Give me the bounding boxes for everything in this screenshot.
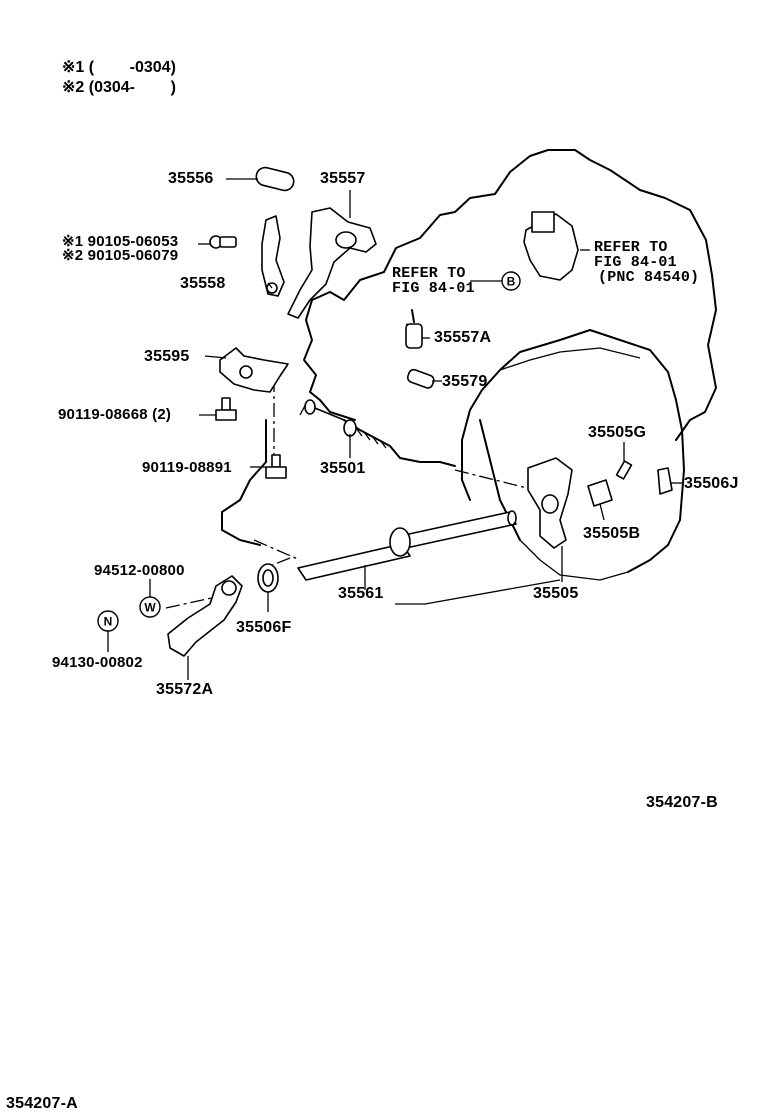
label-35558: 35558	[180, 275, 226, 292]
bracket-35595	[219, 347, 289, 393]
spring-35557a	[405, 309, 423, 349]
pin-35579	[406, 368, 435, 389]
neutral-start-switch	[523, 211, 579, 281]
callout-circle-b: B	[501, 271, 521, 291]
note-2: ※2 (0304- )	[62, 79, 176, 96]
callout-circle-n: N	[97, 610, 119, 632]
label-35572a: 35572A	[156, 681, 214, 698]
label-90119-08668: 90119-08668 (2)	[58, 406, 172, 423]
label-35506f: 35506F	[236, 619, 292, 636]
label-35506j: 35506J	[684, 475, 739, 492]
refer-switch-line3: (PNC 84540)	[598, 269, 700, 286]
callout-circle-w: W	[139, 596, 161, 618]
label-35595: 35595	[144, 348, 190, 365]
oil-seal-35506f	[257, 563, 279, 593]
bolt-90119-08891	[265, 454, 287, 479]
label-35579: 35579	[442, 373, 488, 390]
callout-w-text: W	[144, 601, 156, 615]
leader-lines	[107, 178, 682, 680]
refer-b-line1: REFER TO	[392, 265, 466, 282]
refer-switch-line1: REFER TO	[594, 239, 668, 256]
label-35557: 35557	[320, 170, 366, 187]
collar-35505b	[587, 479, 613, 507]
label-94512: 94512-00800	[94, 562, 185, 579]
shaft-35561	[297, 510, 517, 581]
label-35505b: 35505B	[583, 525, 641, 542]
detent-spring-35558	[261, 215, 285, 297]
manual-valve-lever-35557	[287, 207, 377, 319]
note-1: ※1 ( -0304)	[62, 59, 176, 76]
pin-35556	[255, 166, 295, 192]
figure-id-b: 354207-B	[646, 794, 718, 811]
detent-plate-35505	[527, 457, 573, 549]
label-94130: 94130-00802	[52, 654, 143, 671]
bolt-90119-08668	[215, 397, 237, 421]
label-90105-2: ※2 90105-06079	[62, 247, 179, 264]
refer-b-line2: FIG 84-01	[392, 280, 475, 297]
bolt-90105	[209, 235, 237, 249]
pin-35505g	[615, 460, 633, 480]
transmission-housing	[221, 149, 717, 581]
figure-id-a: 354207-A	[6, 1095, 78, 1112]
clip-35506j	[657, 467, 673, 495]
callout-b-text: B	[507, 275, 516, 289]
label-35556: 35556	[168, 170, 214, 187]
label-90105-1: ※1 90105-06053	[62, 233, 179, 250]
label-35557a: 35557A	[434, 329, 492, 346]
label-35505: 35505	[533, 585, 579, 602]
label-35561: 35561	[338, 585, 384, 602]
refer-switch-line2: FIG 84-01	[594, 254, 677, 271]
label-35501: 35501	[320, 460, 366, 477]
label-90119-08891: 90119-08891	[142, 459, 232, 476]
control-shaft-lever-35572a	[167, 575, 243, 657]
label-35505g: 35505G	[588, 424, 647, 441]
cable-35501	[304, 399, 456, 467]
callout-n-text: N	[104, 615, 113, 629]
